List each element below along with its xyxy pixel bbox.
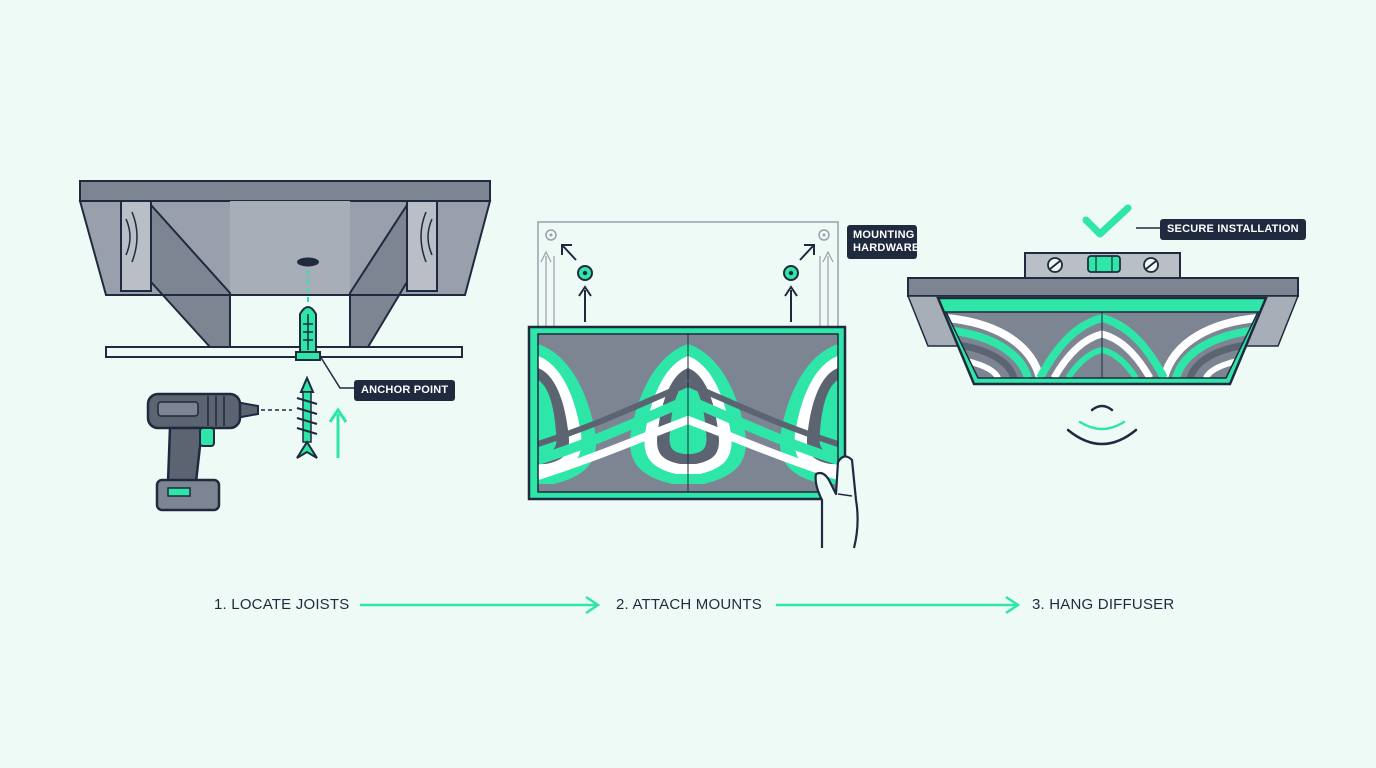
anchor-point-label: ANCHOR POINT <box>354 380 456 401</box>
step-2-label: 2. ATTACH MOUNTS <box>616 596 762 613</box>
checkmark-icon <box>1082 204 1132 238</box>
hand-icon <box>814 455 859 549</box>
anchor-leader-line <box>319 355 354 389</box>
arrow-up-icon <box>328 407 348 458</box>
sound-wave-icon <box>1066 404 1138 446</box>
ceiling-joists-illustration <box>78 180 492 358</box>
drill-icon <box>146 392 292 512</box>
mounting-screws <box>561 244 815 322</box>
spirit-level-icon <box>1024 252 1181 279</box>
arrow-right-icon <box>360 595 601 615</box>
installed-diffuser <box>936 296 1268 386</box>
wall-anchor-icon <box>295 306 321 361</box>
secure-installation-label: SECURE INSTALLATION <box>1160 219 1306 240</box>
step-3-label: 3. HANG DIFFUSER <box>1032 596 1175 613</box>
diffuser-panel <box>527 325 847 501</box>
arrow-right-icon <box>776 595 1021 615</box>
screw-icon <box>296 375 318 459</box>
step-1-label: 1. LOCATE JOISTS <box>214 596 350 613</box>
mounting-hardware-label: MOUNTING HARDWARE <box>847 225 919 259</box>
